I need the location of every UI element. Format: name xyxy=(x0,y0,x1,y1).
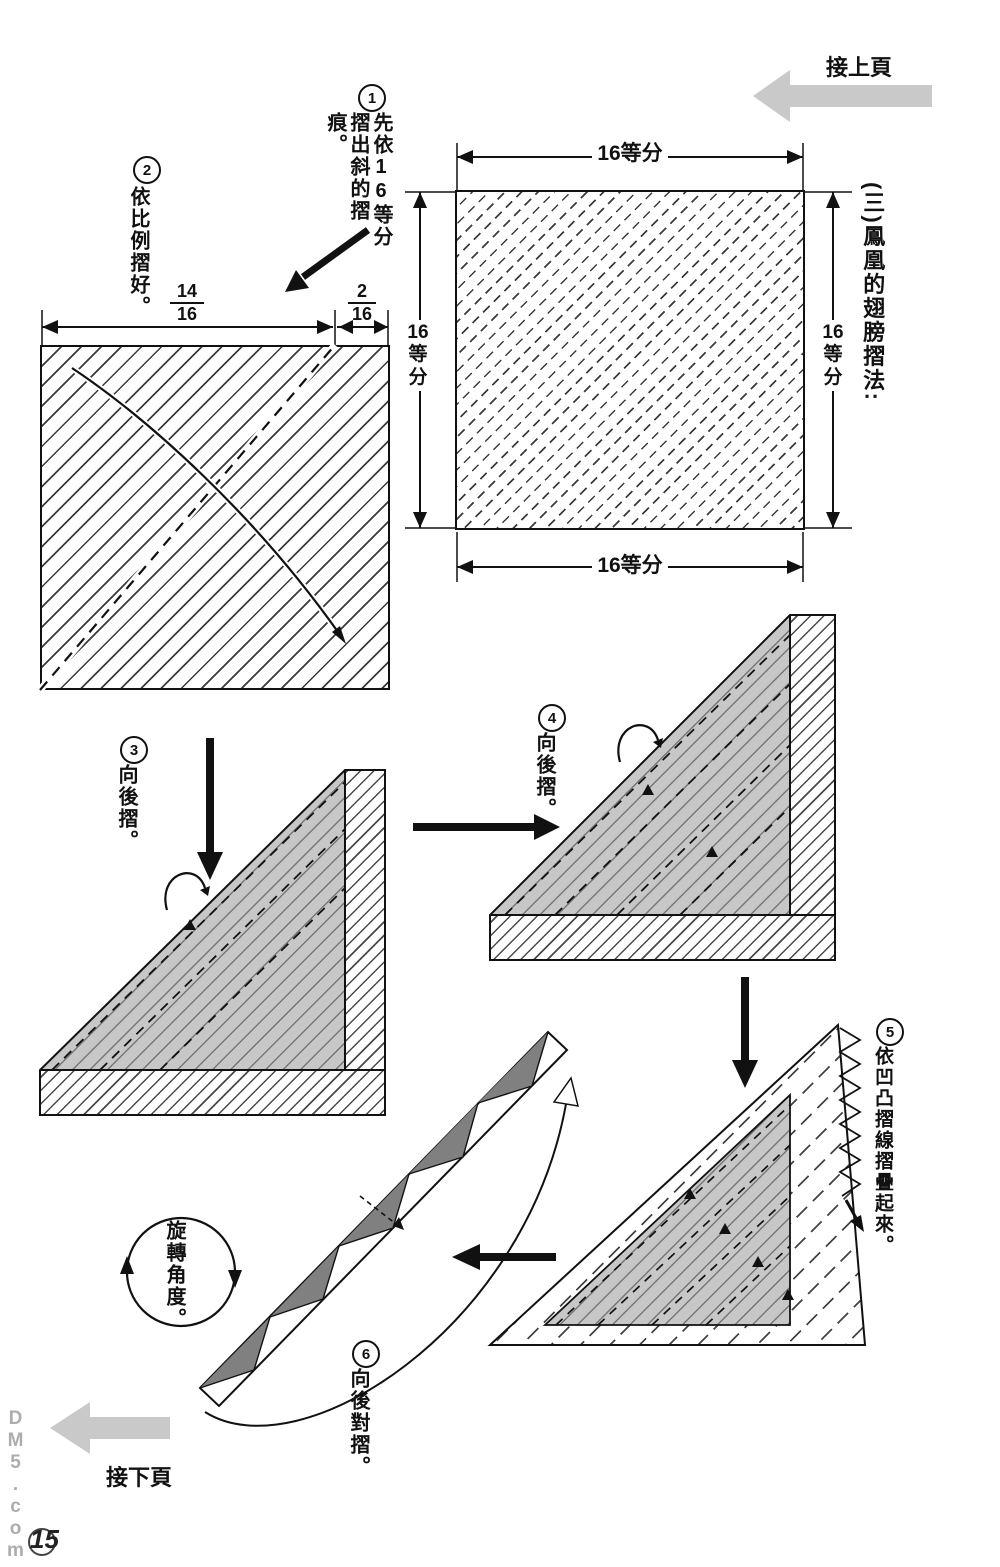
next-page-arrow-icon xyxy=(50,1402,170,1454)
step1-number-badge: 1 xyxy=(358,84,386,112)
dim-label-top: 16等分 xyxy=(592,141,668,167)
watermark: DM5.com xyxy=(5,1408,26,1562)
step5-number-badge: 5 xyxy=(876,1018,904,1046)
step5-instruction: 依凹凸摺線摺疊起來。 xyxy=(872,1046,893,1256)
step3-number-badge: 3 xyxy=(120,736,148,764)
page-title: (三)鳳凰的翅膀摺法: xyxy=(860,182,886,402)
fraction-2-16-denominator: 16 xyxy=(348,301,376,325)
page-number-circle xyxy=(28,1528,56,1556)
prev-page-label: 接上頁 xyxy=(826,55,893,80)
step6-number-badge: 6 xyxy=(352,1340,380,1368)
dim-label-bottom: 16等分 xyxy=(592,553,668,579)
step3-down-arrow xyxy=(197,738,223,880)
step2-instruction: 依比例摺好。 xyxy=(127,186,149,318)
fraction-2-16-numerator: 2 xyxy=(356,281,367,301)
fig5-to-fig6-arrow xyxy=(452,1244,556,1270)
dim-label-right: 16等分 xyxy=(819,320,847,392)
fraction-14-16: 14 16 xyxy=(170,281,204,325)
fraction-14-16-numerator: 14 xyxy=(176,281,198,301)
fraction-2-16: 2 16 xyxy=(348,281,376,325)
step2-number-badge: 2 xyxy=(133,156,161,184)
fig6-fold-sweep-arrow xyxy=(204,1076,580,1427)
square-16-divisions xyxy=(455,190,805,530)
step4-instruction: 向後摺。 xyxy=(533,732,555,820)
fig4-to-fig5-arrow xyxy=(732,977,758,1088)
step3-instruction: 向後摺。 xyxy=(115,764,137,852)
rotate-angle-label: 旋轉角度。 xyxy=(163,1220,185,1330)
step1-instruction: 先依16等分摺出斜的摺痕。 xyxy=(324,112,392,248)
fraction-14-16-denominator: 16 xyxy=(170,301,204,325)
fig5-inner-triangle xyxy=(545,1095,790,1325)
fig3-folded-triangle xyxy=(40,770,345,1070)
page-number: 15 xyxy=(30,1524,59,1554)
fig3-flip-arrow-icon xyxy=(164,872,210,911)
dim-label-left: 16等分 xyxy=(404,320,432,392)
step6-instruction: 向後對摺。 xyxy=(347,1368,369,1478)
square-fold-diagram xyxy=(40,345,390,690)
dim-fractions xyxy=(41,310,389,347)
step4-number-badge: 4 xyxy=(538,704,566,732)
next-page-label: 接下頁 xyxy=(106,1465,173,1490)
